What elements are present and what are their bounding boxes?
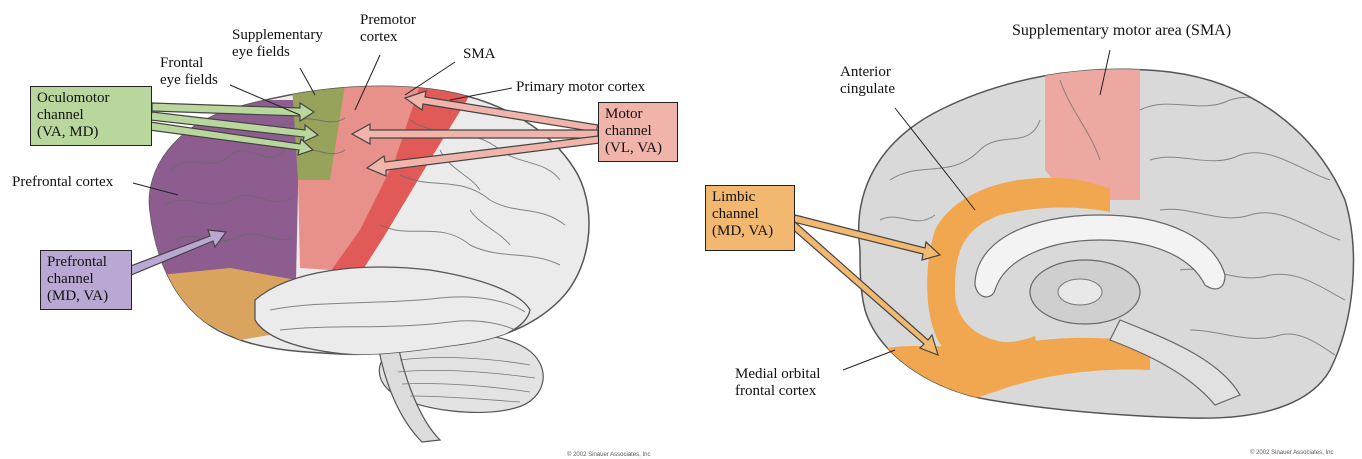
frontal-eye-fields-label: Frontal eye fields bbox=[160, 55, 218, 89]
primary-motor-cortex-label: Primary motor cortex bbox=[516, 79, 645, 96]
prefrontal-cortex-label: Prefrontal cortex bbox=[12, 174, 113, 191]
copyright-left: © 2002 Sinauer Associates, Inc bbox=[567, 452, 650, 458]
lateral-brain bbox=[120, 55, 600, 442]
limbic-channel-box: Limbic channel (MD, VA) bbox=[705, 185, 795, 251]
prefrontal-channel-box: Prefrontal channel (MD, VA) bbox=[40, 250, 132, 310]
anterior-cingulate-label: Anterior cingulate bbox=[840, 64, 895, 98]
premotor-cortex-label: Premotor cortex bbox=[360, 12, 416, 46]
sma-label: SMA bbox=[463, 46, 496, 63]
medial-brain bbox=[790, 50, 1353, 418]
supplementary-motor-area-label: Supplementary motor area (SMA) bbox=[1012, 22, 1231, 39]
thalamus-inner bbox=[1058, 279, 1102, 305]
copyright-right: © 2002 Sinauer Associates, Inc bbox=[1250, 450, 1333, 456]
oculomotor-channel-box: Oculomotor channel (VA, MD) bbox=[30, 86, 152, 146]
motor-channel-box: Motor channel (VL, VA) bbox=[598, 102, 678, 162]
medial-orbital-frontal-cortex-label: Medial orbital frontal cortex bbox=[735, 366, 820, 400]
supplementary-eye-fields-label: Supplementary eye fields bbox=[232, 27, 323, 61]
